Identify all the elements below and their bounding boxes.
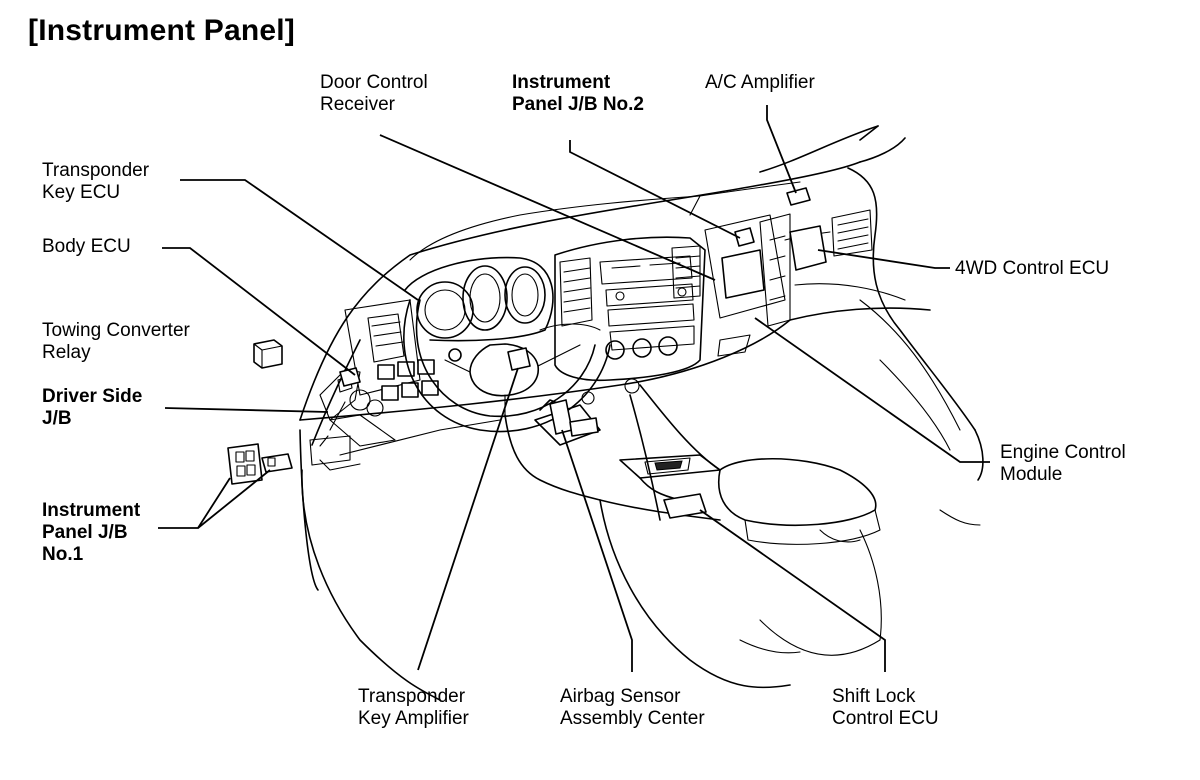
label-instrument-panel-jb-no1: Instrument Panel J/B No.1 — [42, 500, 141, 565]
center-stack — [554, 236, 706, 405]
leader-transponder-key-amplifier — [417, 367, 519, 671]
ip-jb-no2-part — [734, 227, 755, 247]
shift-lock-control-ecu-part — [663, 493, 707, 519]
label-body-ecu: Body ECU — [42, 236, 131, 257]
leader-ac-amplifier — [766, 105, 797, 194]
component-parts — [227, 187, 827, 519]
right-dash-structure — [704, 209, 906, 357]
towing-converter-relay-part — [253, 339, 283, 369]
label-4wd-control-ecu: 4WD Control ECU — [955, 258, 1110, 279]
label-instrument-panel-jb-no2: Instrument Panel J/B No.2 — [512, 72, 644, 115]
engine-control-module-part — [721, 249, 765, 299]
4wd-control-ecu-part — [789, 225, 827, 271]
label-driver-side-jb: Driver Side J/B — [42, 386, 143, 429]
body-ecu-part — [339, 367, 361, 387]
leader-body-ecu — [162, 247, 356, 376]
leader-ip-jb-no1-a — [158, 477, 231, 529]
label-airbag-sensor-assembly-center: Airbag Sensor Assembly Center — [560, 686, 705, 729]
leader-transponder-key-ecu — [180, 179, 419, 301]
leader-lines — [158, 105, 990, 672]
label-transponder-key-ecu: Transponder Key ECU — [42, 160, 150, 203]
leader-ip-jb-no1-b — [197, 469, 271, 529]
gauge-cluster — [404, 256, 554, 342]
leader-door-control-receiver — [379, 134, 716, 281]
label-door-control-receiver: Door Control Receiver — [320, 72, 428, 115]
leader-airbag-sensor — [561, 429, 633, 672]
steering-wheel — [403, 299, 611, 433]
label-shift-lock-control-ecu: Shift Lock Control ECU — [832, 686, 939, 729]
label-ac-amplifier: A/C Amplifier — [705, 72, 815, 93]
ip-jb-no1-part — [227, 443, 263, 485]
center-console — [534, 399, 881, 654]
dashboard-outline — [299, 125, 984, 701]
leader-driver-side-jb — [164, 407, 329, 413]
transponder-key-amplifier-part — [507, 347, 531, 371]
leader-shift-lock-control-ecu — [699, 509, 886, 672]
leader-4wd-control-ecu — [817, 249, 950, 269]
airbag-sensor-part — [549, 399, 573, 435]
label-transponder-key-amplifier: Transponder Key Amplifier — [358, 686, 469, 729]
leader-ip-jb-no2 — [569, 140, 741, 239]
leader-engine-control-module — [754, 317, 990, 463]
diagram-title: [Instrument Panel] — [28, 14, 295, 47]
ac-amplifier-part — [786, 187, 811, 206]
label-engine-control-module: Engine Control Module — [1000, 442, 1126, 485]
label-towing-converter-relay: Towing Converter Relay — [42, 320, 190, 363]
